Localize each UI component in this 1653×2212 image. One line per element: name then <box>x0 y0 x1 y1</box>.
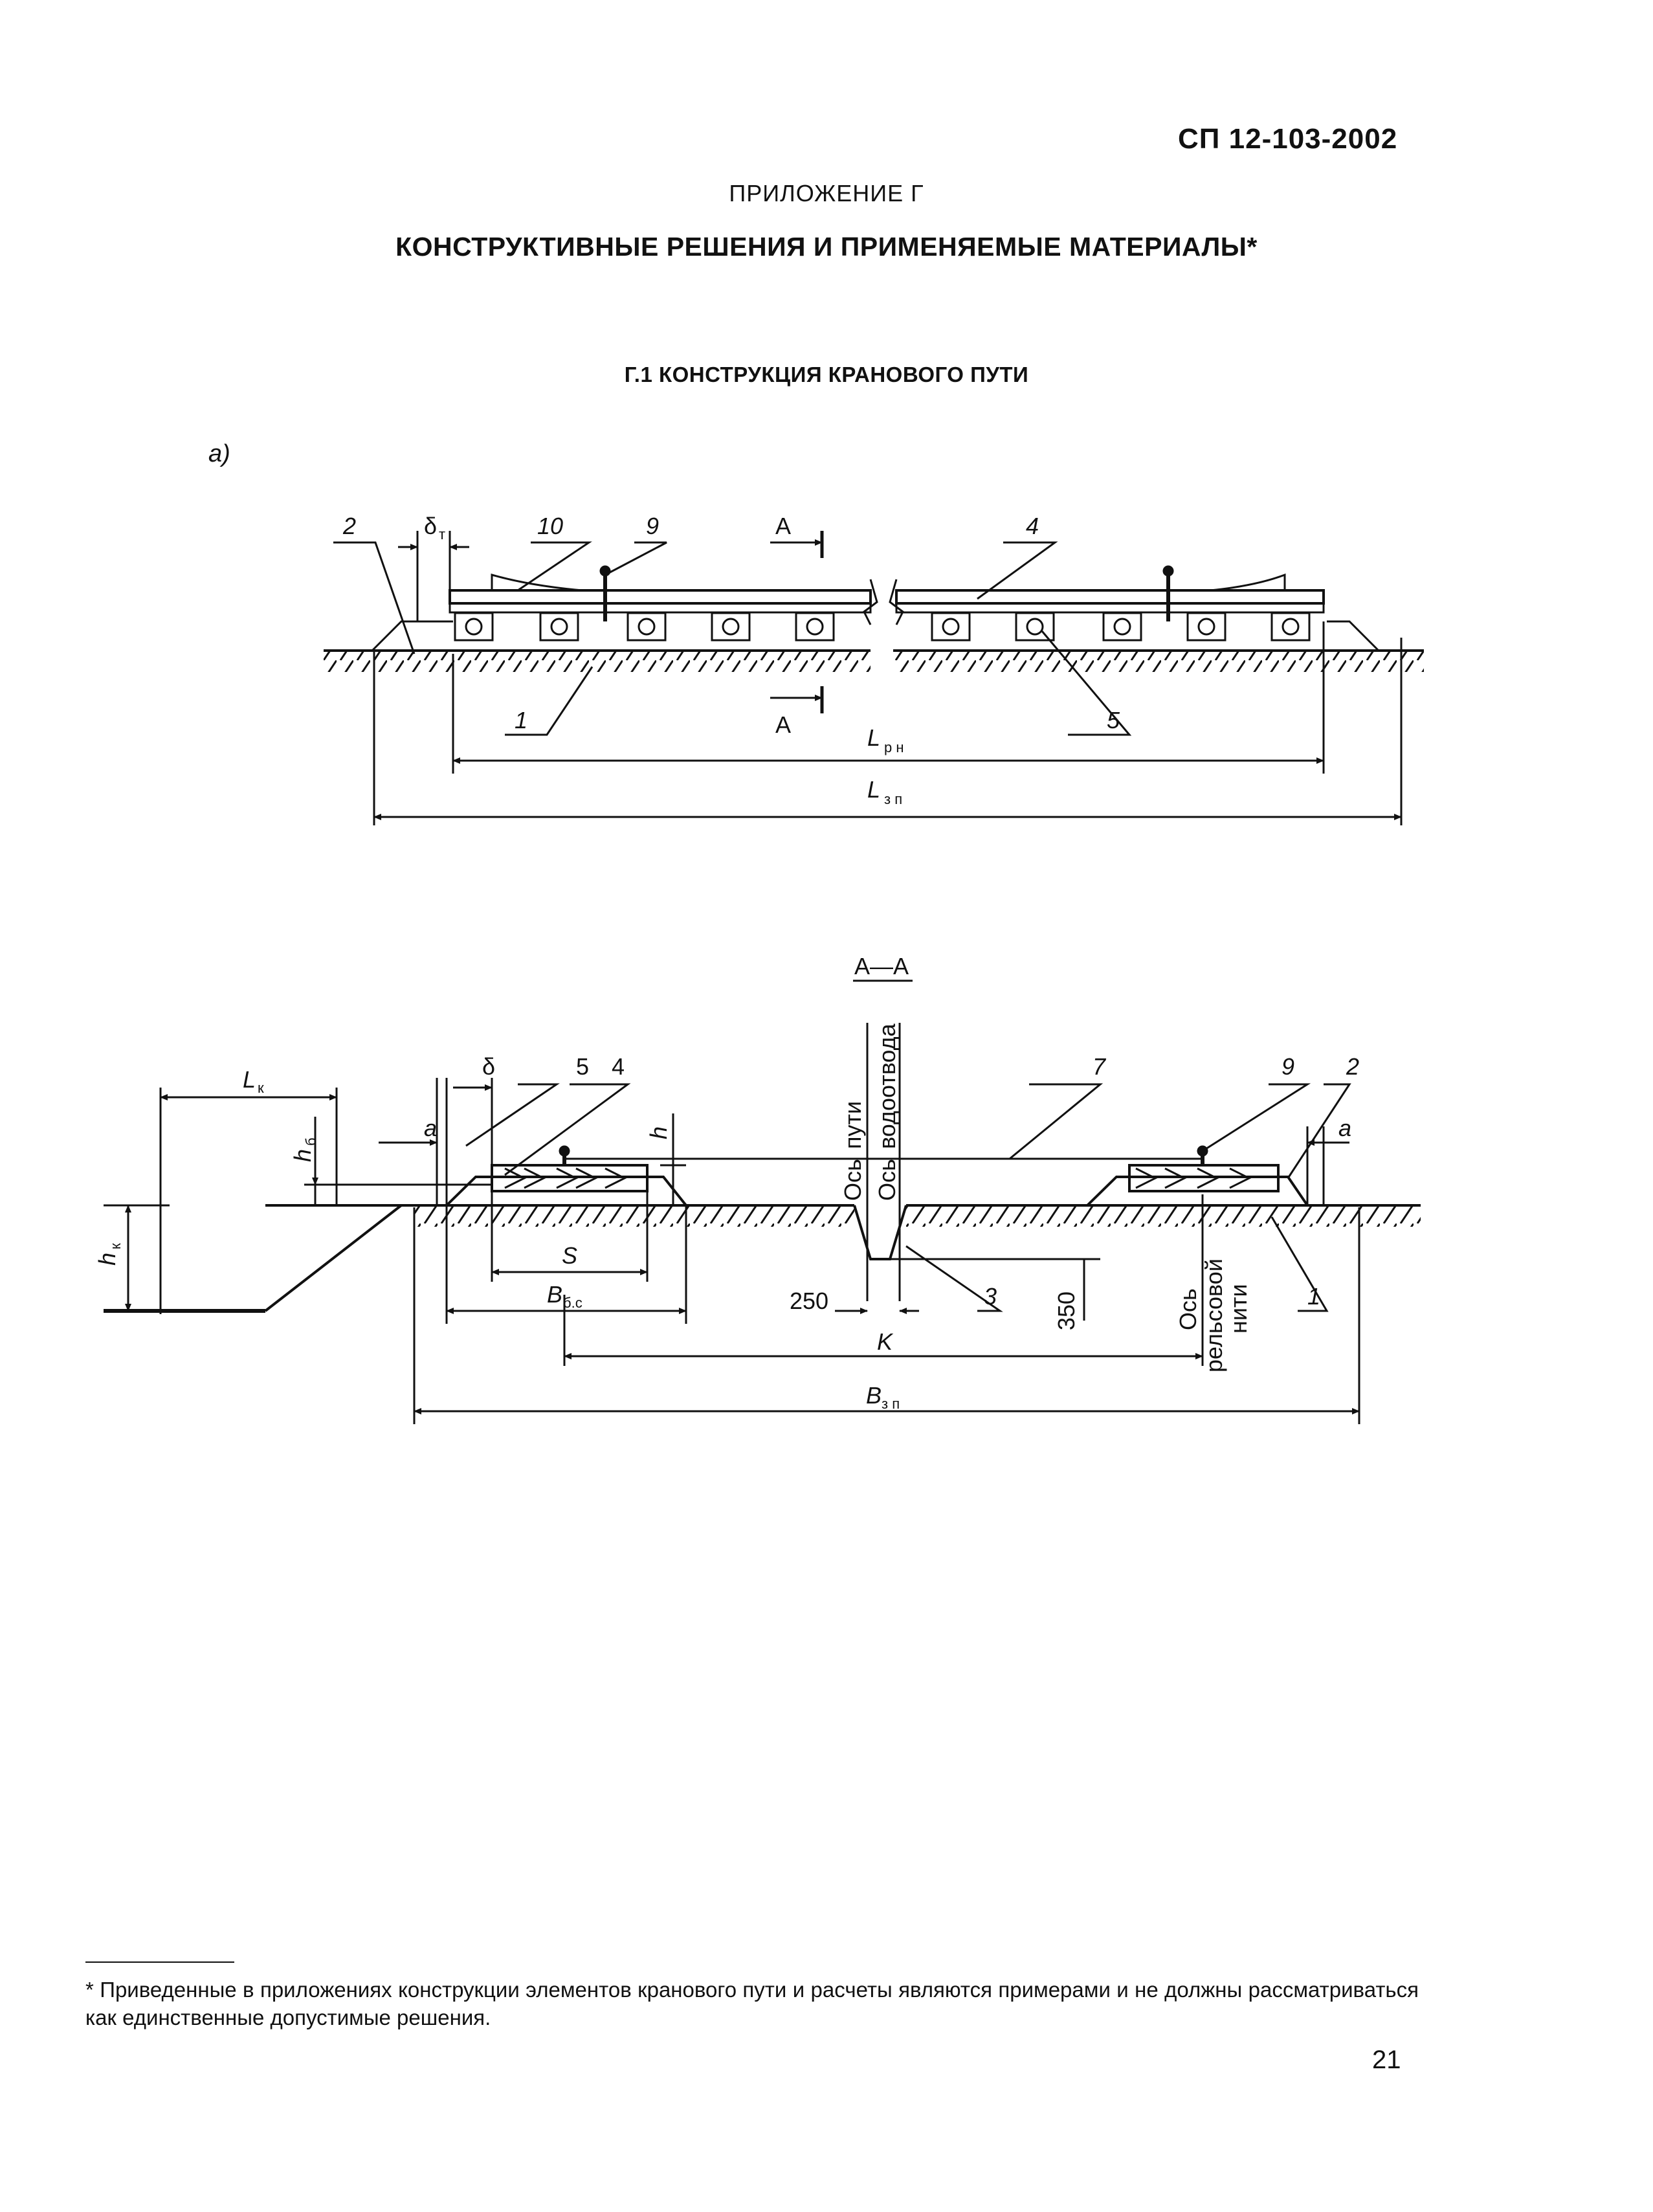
axis-drain-line2: водоотвода <box>874 1023 900 1149</box>
dim-b-bs: B <box>547 1281 562 1308</box>
dim-b-zp-sub: з п <box>882 1396 900 1412</box>
section-aa-title: А—А <box>854 953 909 979</box>
axis-rail-line3: нити <box>1225 1284 1252 1334</box>
callout-9: 9 <box>646 513 659 539</box>
figure-a-labels: 2 δ т 10 9 А 4 1 А 5 L р н L з п <box>342 513 1120 807</box>
dim-a-right: a <box>1338 1115 1351 1141</box>
delta-t-symbol: δ <box>424 513 437 539</box>
dim-h-b-sub: б <box>303 1137 319 1146</box>
dim-k: K <box>877 1328 894 1355</box>
axis-track-line1: Ось <box>839 1159 866 1201</box>
dim-250: 250 <box>790 1288 828 1314</box>
delta-t-subscript: т <box>439 526 445 542</box>
section-aa-labels: А—А L к h к h б a δ 5 4 h 7 9 2 a 3 1 S … <box>94 953 1359 1412</box>
callout-10: 10 <box>537 513 563 539</box>
callout-4-aa: 4 <box>612 1053 625 1080</box>
section-mark-a-top: А <box>775 513 791 539</box>
dim-h-k: h <box>94 1253 120 1266</box>
axis-rail-line1: Ось <box>1175 1288 1201 1330</box>
dim-l-rn: L <box>867 724 880 751</box>
dim-l-k-sub: к <box>258 1080 264 1096</box>
dim-b-bs-sub: б.с <box>563 1295 582 1311</box>
dim-h-k-sub: к <box>107 1243 124 1249</box>
callout-2: 2 <box>342 513 356 539</box>
appendix-title: КОНСТРУКТИВНЫЕ РЕШЕНИЯ И ПРИМЕНЯЕМЫЕ МАТ… <box>395 232 1258 262</box>
section-aa <box>104 979 1421 1424</box>
figure-a-label: а) <box>208 440 230 467</box>
callout-5-aa: 5 <box>576 1053 589 1080</box>
dim-350: 350 <box>1053 1291 1080 1330</box>
callout-4: 4 <box>1026 513 1039 539</box>
axis-track-line2: пути <box>839 1101 866 1149</box>
axis-drain-line1: Ось <box>874 1159 900 1201</box>
dim-l-zp-sub: з п <box>884 791 902 807</box>
callout-5: 5 <box>1107 707 1120 733</box>
appendix-label: ПРИЛОЖЕНИЕ Г <box>729 180 924 207</box>
callout-9-aa: 9 <box>1281 1053 1294 1080</box>
footnote: * Приведенные в приложениях конструкции … <box>85 1978 1419 2029</box>
dim-h-b: h <box>289 1149 316 1162</box>
callout-7-aa: 7 <box>1093 1053 1107 1080</box>
callout-1: 1 <box>515 707 527 733</box>
section-heading: Г.1 КОНСТРУКЦИЯ КРАНОВОГО ПУТИ <box>624 363 1029 386</box>
callout-2-aa: 2 <box>1346 1053 1359 1080</box>
dim-l-k: L <box>243 1066 256 1093</box>
axis-rail-line2: рельсовой <box>1201 1258 1227 1372</box>
dim-l-zp: L <box>867 776 880 803</box>
dim-s: S <box>562 1242 577 1269</box>
document-code: СП 12-103-2002 <box>1178 123 1398 155</box>
page-number: 21 <box>1372 2046 1401 2074</box>
dim-b-zp: B <box>866 1382 882 1409</box>
dim-h: h <box>645 1126 672 1139</box>
section-mark-a-bottom: А <box>775 711 791 738</box>
dim-a-left: a <box>424 1115 437 1141</box>
dim-delta: δ <box>482 1053 495 1080</box>
callout-3-aa: 3 <box>984 1283 997 1310</box>
dim-l-rn-sub: р н <box>884 739 904 755</box>
callout-1-aa: 1 <box>1307 1283 1320 1310</box>
figure-a-side-view <box>324 531 1424 825</box>
footnote-rule <box>85 1961 234 1963</box>
